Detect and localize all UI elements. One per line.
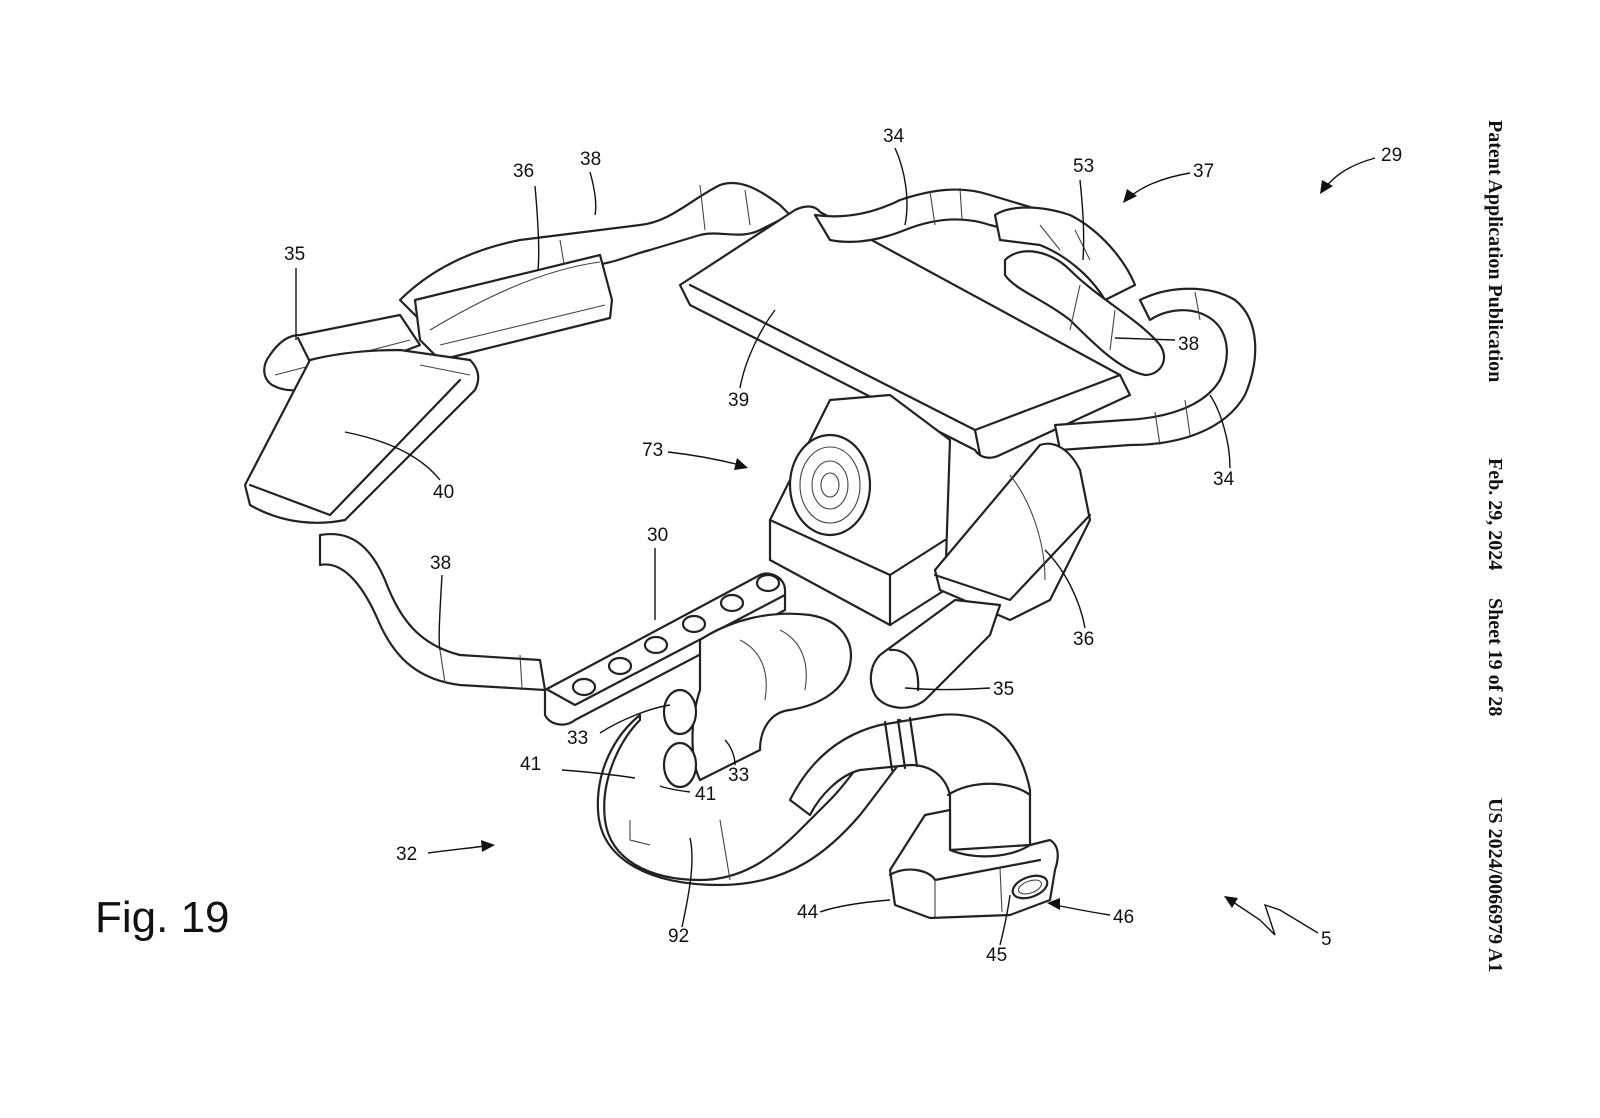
tailpipe-35-right: [869, 598, 1002, 709]
reference-arrows: [427, 157, 1376, 936]
box-39: [678, 205, 1132, 459]
publication-date: Feb. 29, 2024: [1484, 458, 1506, 571]
ref-36-right: 36: [1073, 629, 1095, 650]
component-53: [993, 206, 1137, 302]
leader-lines: [295, 147, 1231, 946]
muffler-44: [888, 808, 1059, 920]
box-36-upper-left: [413, 253, 614, 362]
ref-38-left: 38: [430, 553, 452, 574]
ref-46: 46: [1113, 907, 1135, 928]
ref-38-right: 38: [1178, 334, 1200, 355]
pulley-wheel: [788, 433, 872, 537]
sheet-number: Sheet 19 of 28: [1484, 598, 1506, 717]
duct-38-right: [1003, 250, 1166, 377]
ref-53: 53: [1073, 156, 1095, 177]
ref-36-top: 36: [513, 161, 535, 182]
manifold-30: [543, 572, 787, 726]
duct-34-right: [1053, 287, 1257, 452]
ref-32: 32: [396, 844, 418, 865]
ref-34-right: 34: [1213, 469, 1235, 490]
patent-header: Patent Application Publication Feb. 29, …: [1476, 120, 1506, 980]
manifold-ports: [571, 573, 781, 697]
ref-34-top: 34: [883, 126, 905, 147]
ref-39: 39: [728, 390, 750, 411]
ref-38-top: 38: [580, 149, 602, 170]
ref-29: 29: [1381, 145, 1403, 166]
ref-30: 30: [647, 525, 669, 546]
ref-41-a: 41: [520, 754, 542, 775]
header-pipes-33: [662, 612, 853, 789]
ref-5: 5: [1321, 929, 1332, 950]
ref-35-right: 35: [993, 679, 1015, 700]
ref-33-b: 33: [728, 765, 750, 786]
outlet-45: [1011, 874, 1049, 900]
ref-92: 92: [668, 926, 690, 947]
publication-type: Patent Application Publication: [1484, 120, 1506, 383]
ref-40: 40: [433, 482, 455, 503]
ref-33-a: 33: [567, 728, 589, 749]
ref-41-b: 41: [695, 784, 717, 805]
figure-caption: Fig. 19: [95, 893, 230, 942]
publication-number: US 2024/0066979 A1: [1484, 798, 1506, 973]
ref-73: 73: [642, 440, 664, 461]
box-36-right: [933, 442, 1092, 622]
ref-37: 37: [1193, 161, 1215, 182]
ref-45: 45: [986, 945, 1008, 966]
pipe-to-muffler: [788, 713, 1032, 852]
ref-44: 44: [797, 902, 819, 923]
engine-block-73: [768, 393, 952, 627]
ref-35-left: 35: [284, 244, 306, 265]
